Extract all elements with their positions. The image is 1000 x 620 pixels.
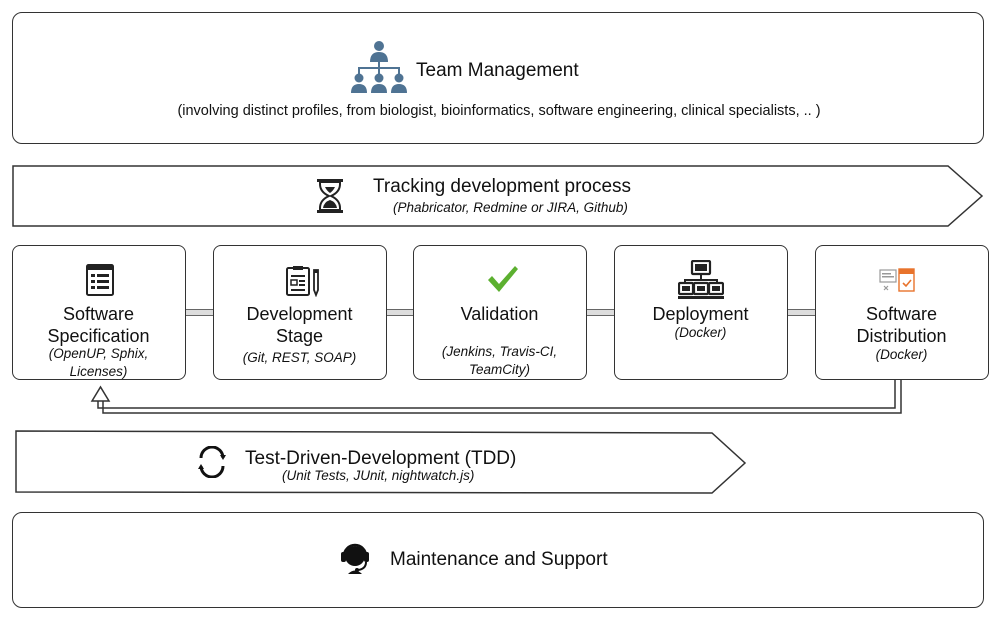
stage-subtitle-line: (OpenUP, Sphix, [48, 346, 149, 361]
stage-subtitle-line: (Git, REST, SOAP) [242, 350, 357, 365]
clipboard-pencil-icon [286, 266, 319, 297]
stage-development: Development Stage (Git, REST, SOAP) [213, 245, 387, 380]
tdd-title: Test-Driven-Development (TDD) [245, 448, 517, 469]
tracking-title: Tracking development process [373, 176, 632, 197]
hourglass-icon [317, 179, 343, 213]
maintenance-support-box: Maintenance and Support [12, 512, 984, 608]
stage-validation: Validation (Jenkins, Travis-CI, TeamCity… [413, 245, 587, 380]
team-management-title: Team Management [416, 60, 579, 81]
stage-title-line: Software [62, 304, 135, 324]
stage-subtitle-line: (Jenkins, Travis-CI, [441, 344, 558, 359]
stage-title-line: Deployment [652, 304, 749, 324]
checkmark-icon [488, 266, 518, 292]
stage-deployment: Deployment (Docker) [614, 245, 788, 380]
stage-title-line: Validation [460, 304, 539, 324]
stage-connector [186, 309, 214, 316]
team-hierarchy-icon [351, 41, 407, 93]
stage-software-specification: Software Specification (OpenUP, Sphix, L… [12, 245, 186, 380]
stage-software-distribution: Software Distribution (Docker) [815, 245, 989, 380]
tracking-subtitle: (Phabricator, Redmine or JIRA, Github) [393, 200, 628, 215]
server-network-icon [678, 260, 724, 299]
stage-subtitle-line: (Docker) [674, 325, 727, 340]
maintenance-title: Maintenance and Support [390, 549, 608, 570]
team-management-subtitle: (involving distinct profiles, from biolo… [177, 103, 821, 119]
stage-subtitle-line: TeamCity) [468, 362, 530, 377]
stage-connector [387, 309, 415, 316]
headset-icon [341, 543, 369, 574]
feedback-loop-arrow [97, 380, 896, 409]
cycle-icon [198, 446, 226, 478]
document-list-icon [86, 264, 114, 296]
stage-title-line: Distribution [856, 326, 947, 346]
stage-title-line: Stage [275, 326, 324, 346]
stage-subtitle-line: Licenses) [69, 364, 128, 379]
stage-connector [788, 309, 816, 316]
package-files-icon [879, 268, 915, 292]
stage-subtitle-line: (Docker) [875, 347, 928, 362]
stage-title-line: Software [865, 304, 938, 324]
stage-title-line: Development [246, 304, 353, 324]
stage-title-line: Specification [47, 326, 150, 346]
team-management-box: Team Management (involving distinct prof… [12, 12, 984, 144]
stage-connector [587, 309, 615, 316]
tdd-subtitle: (Unit Tests, JUnit, nightwatch.js) [282, 468, 475, 483]
